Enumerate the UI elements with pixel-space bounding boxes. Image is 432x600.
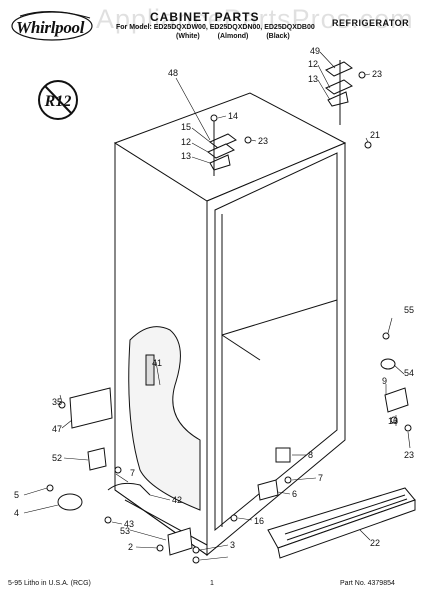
callout-35: 35: [52, 397, 62, 407]
callout-3: 3: [230, 540, 235, 550]
callout-12b: 12: [308, 59, 318, 69]
callout-52: 52: [52, 453, 62, 463]
callout-21: 21: [370, 130, 380, 140]
watermark: AppliancePartsPros.com: [96, 4, 414, 34]
callout-42: 42: [172, 495, 182, 505]
callout-41: 41: [152, 358, 162, 368]
bottom-center-parts: [230, 447, 292, 522]
callout-4: 4: [14, 508, 19, 518]
model-numbers: For Model: ED25DQXDW00, ED25DQXDN00, ED2…: [116, 24, 315, 31]
part-number: Part No. 4379854: [340, 580, 395, 587]
callout-13a: 13: [181, 151, 191, 161]
callout-labels: 48 14 15 12 13 23 49 12 13 23 21 55 54 9…: [14, 46, 414, 552]
bracket-47: [69, 387, 113, 429]
roller-53: [167, 527, 193, 556]
leader-lines: [23, 51, 411, 561]
brand-name: Whirlpool: [16, 18, 85, 37]
screw-23-icon: [244, 136, 252, 144]
callout-47: 47: [52, 424, 62, 434]
callout-53: 53: [120, 526, 130, 536]
bottom-hinge-right: [380, 332, 412, 432]
hinge-pin-14: [210, 114, 218, 122]
page-number: 1: [210, 580, 214, 587]
page-title: CABINET PARTS: [150, 10, 260, 24]
callout-23c: 23: [404, 450, 414, 460]
bracket-6: [257, 479, 279, 501]
r12-badge: R12: [38, 80, 78, 120]
whirlpool-logo: Whirlpool: [10, 8, 96, 44]
callout-23b: 23: [372, 69, 382, 79]
callout-43: 43: [124, 519, 134, 529]
leveling-leg-4: [57, 493, 83, 511]
callout-13b: 13: [308, 74, 318, 84]
r12-label: R12: [44, 93, 72, 110]
callout-16b: 16: [254, 516, 264, 526]
callout-22: 22: [370, 538, 380, 548]
callout-48: 48: [168, 68, 178, 78]
callout-55: 55: [404, 305, 414, 315]
left-side-parts: [46, 387, 200, 564]
appliance-type: REFRIGERATOR: [332, 18, 410, 28]
toe-grille: [267, 487, 416, 559]
callout-2: 2: [128, 542, 133, 552]
callout-12a: 12: [181, 137, 191, 147]
litho-note: 5-95 Litho in U.S.A. (RCG): [8, 580, 91, 587]
drain-coil: [145, 354, 155, 386]
cabinet: [113, 92, 347, 557]
callout-5: 5: [14, 490, 19, 500]
callout-15: 15: [181, 122, 191, 132]
logo-swirl-icon: [11, 10, 93, 41]
callout-7b: 7: [318, 473, 323, 483]
part-8: [275, 447, 291, 463]
callout-23a: 23: [258, 136, 268, 146]
callout-7a: 7: [130, 468, 135, 478]
callout-14: 14: [228, 111, 238, 121]
callout-49: 49: [310, 46, 320, 56]
model-colors: (White) (Almond) (Black): [176, 33, 290, 40]
callout-8: 8: [308, 450, 313, 460]
callout-16a: 16: [388, 416, 398, 426]
cabinet-rear-opening: [128, 326, 201, 511]
bracket-52: [87, 447, 107, 471]
callout-6: 6: [292, 489, 297, 499]
top-hinge-center: [207, 114, 252, 176]
screw-23b-icon: [358, 71, 366, 79]
screw-21-icon: [364, 141, 372, 149]
callout-9: 9: [382, 376, 387, 386]
callout-54: 54: [404, 368, 414, 378]
top-hinge-right: [325, 60, 372, 149]
